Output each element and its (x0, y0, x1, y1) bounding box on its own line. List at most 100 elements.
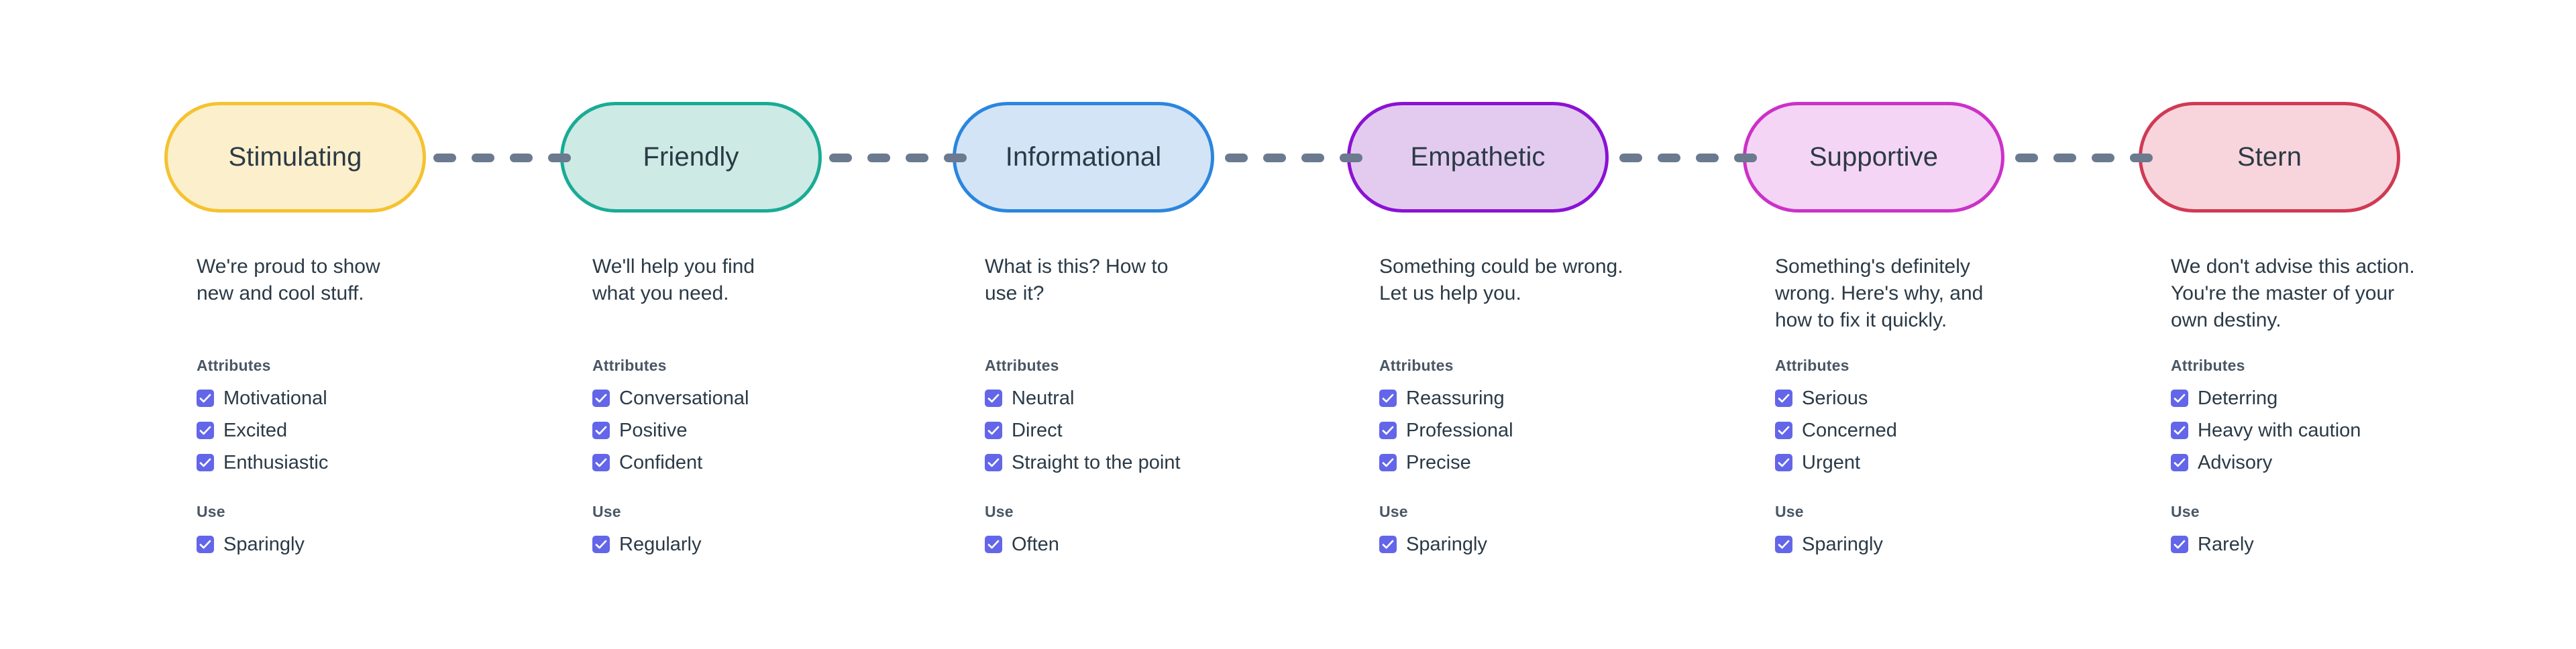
checkbox-checked-icon[interactable] (1379, 422, 1397, 439)
tone-pill-supportive[interactable]: Supportive (1743, 102, 2004, 213)
group-title: Attributes (2171, 357, 2245, 374)
checkbox-label: Confident (619, 451, 703, 473)
checkbox-row[interactable]: Professional (1379, 414, 1715, 447)
pill-label: Stimulating (228, 142, 362, 172)
checkbox-row[interactable]: Reassuring (1379, 382, 1715, 414)
checkbox-row[interactable]: Sparingly (1775, 528, 2110, 560)
checkbox-label: Direct (1012, 419, 1063, 441)
checkbox-checked-icon[interactable] (985, 536, 1002, 553)
checkbox-checked-icon[interactable] (1379, 536, 1397, 553)
checkbox-row[interactable]: Direct (985, 414, 1320, 447)
checkbox-row[interactable]: Concerned (1775, 414, 2110, 447)
checkbox-checked-icon[interactable] (197, 390, 214, 407)
checkbox-checked-icon[interactable] (1775, 422, 1792, 439)
tone-description: We'll help you find what you need. (592, 255, 755, 304)
checkbox-row[interactable]: Straight to the point (985, 447, 1320, 479)
checkbox-checked-icon[interactable] (197, 536, 214, 553)
checkbox-row[interactable]: Advisory (2171, 447, 2506, 479)
tone-pill-informational[interactable]: Informational (953, 102, 1214, 213)
checkbox-checked-icon[interactable] (985, 422, 1002, 439)
checkbox-row[interactable]: Sparingly (197, 528, 532, 560)
dashed-line-icon (1619, 153, 1757, 162)
checkbox-label: Heavy with caution (2198, 419, 2361, 441)
checkbox-row[interactable]: Regularly (592, 528, 928, 560)
dash-segment (2130, 153, 2153, 162)
checkbox-checked-icon[interactable] (985, 454, 1002, 471)
checkbox-checked-icon[interactable] (197, 454, 214, 471)
checkbox-label: Sparingly (223, 533, 305, 555)
pill-shape: Empathetic (1347, 102, 1609, 213)
pill-shape: Stern (2139, 102, 2400, 213)
dashed-line-icon (1225, 153, 1362, 162)
checkbox-checked-icon[interactable] (1379, 454, 1397, 471)
dash-segment (867, 153, 890, 162)
dashed-line-icon (2015, 153, 2153, 162)
checkbox-row[interactable]: Serious (1775, 382, 2110, 414)
dashed-line-icon (433, 153, 571, 162)
checkbox-row[interactable]: Sparingly (1379, 528, 1715, 560)
checkbox-checked-icon[interactable] (592, 390, 610, 407)
checkbox-row[interactable]: Heavy with caution (2171, 414, 2506, 447)
group-title: Use (2171, 503, 2200, 520)
checkbox-row[interactable]: Positive (592, 414, 928, 447)
dash-segment (1301, 153, 1324, 162)
checkbox-label: Often (1012, 533, 1059, 555)
group-title: Attributes (985, 357, 1059, 374)
group-title: Use (1775, 503, 1804, 520)
pill-shape: Stimulating (164, 102, 426, 213)
dash-segment (906, 153, 928, 162)
dash-segment (1734, 153, 1757, 162)
checkbox-checked-icon[interactable] (592, 422, 610, 439)
checkbox-checked-icon[interactable] (1775, 536, 1792, 553)
checkbox-row[interactable]: Rarely (2171, 528, 2506, 560)
dash-segment (1696, 153, 1719, 162)
tone-pill-friendly[interactable]: Friendly (560, 102, 822, 213)
checkbox-label: Regularly (619, 533, 702, 555)
checkbox-row[interactable]: Deterring (2171, 382, 2506, 414)
checkbox-row[interactable]: Conversational (592, 382, 928, 414)
checkbox-label: Advisory (2198, 451, 2273, 473)
checkbox-checked-icon[interactable] (592, 536, 610, 553)
tone-pill-empathetic[interactable]: Empathetic (1347, 102, 1609, 213)
tone-description: We don't advise this action. You're the … (2171, 255, 2415, 331)
checkbox-checked-icon[interactable] (2171, 390, 2188, 407)
checkbox-checked-icon[interactable] (1775, 390, 1792, 407)
checkbox-checked-icon[interactable] (2171, 454, 2188, 471)
checkbox-label: Neutral (1012, 387, 1075, 409)
checkbox-row[interactable]: Motivational (197, 382, 532, 414)
checkbox-checked-icon[interactable] (1379, 390, 1397, 407)
checkbox-row[interactable]: Often (985, 528, 1320, 560)
checkbox-row[interactable]: Urgent (1775, 447, 2110, 479)
dash-segment (944, 153, 967, 162)
checkbox-label: Sparingly (1406, 533, 1487, 555)
tone-pill-stern[interactable]: Stern (2139, 102, 2400, 213)
checkbox-checked-icon[interactable] (985, 390, 1002, 407)
checkbox-row[interactable]: Precise (1379, 447, 1715, 479)
group-title: Use (985, 503, 1014, 520)
checkbox-checked-icon[interactable] (2171, 422, 2188, 439)
checkbox-row[interactable]: Neutral (985, 382, 1320, 414)
checkbox-checked-icon[interactable] (197, 422, 214, 439)
tone-description: What is this? How to use it? (985, 255, 1169, 304)
tone-pill-stimulating[interactable]: Stimulating (164, 102, 426, 213)
checkbox-row[interactable]: Enthusiastic (197, 447, 532, 479)
checkbox-label: Conversational (619, 387, 749, 409)
checkbox-checked-icon[interactable] (1775, 454, 1792, 471)
checkbox-checked-icon[interactable] (2171, 536, 2188, 553)
checkbox-row[interactable]: Excited (197, 414, 532, 447)
dash-segment (829, 153, 852, 162)
dash-segment (433, 153, 456, 162)
checkbox-row[interactable]: Confident (592, 447, 928, 479)
checkbox-checked-icon[interactable] (592, 454, 610, 471)
